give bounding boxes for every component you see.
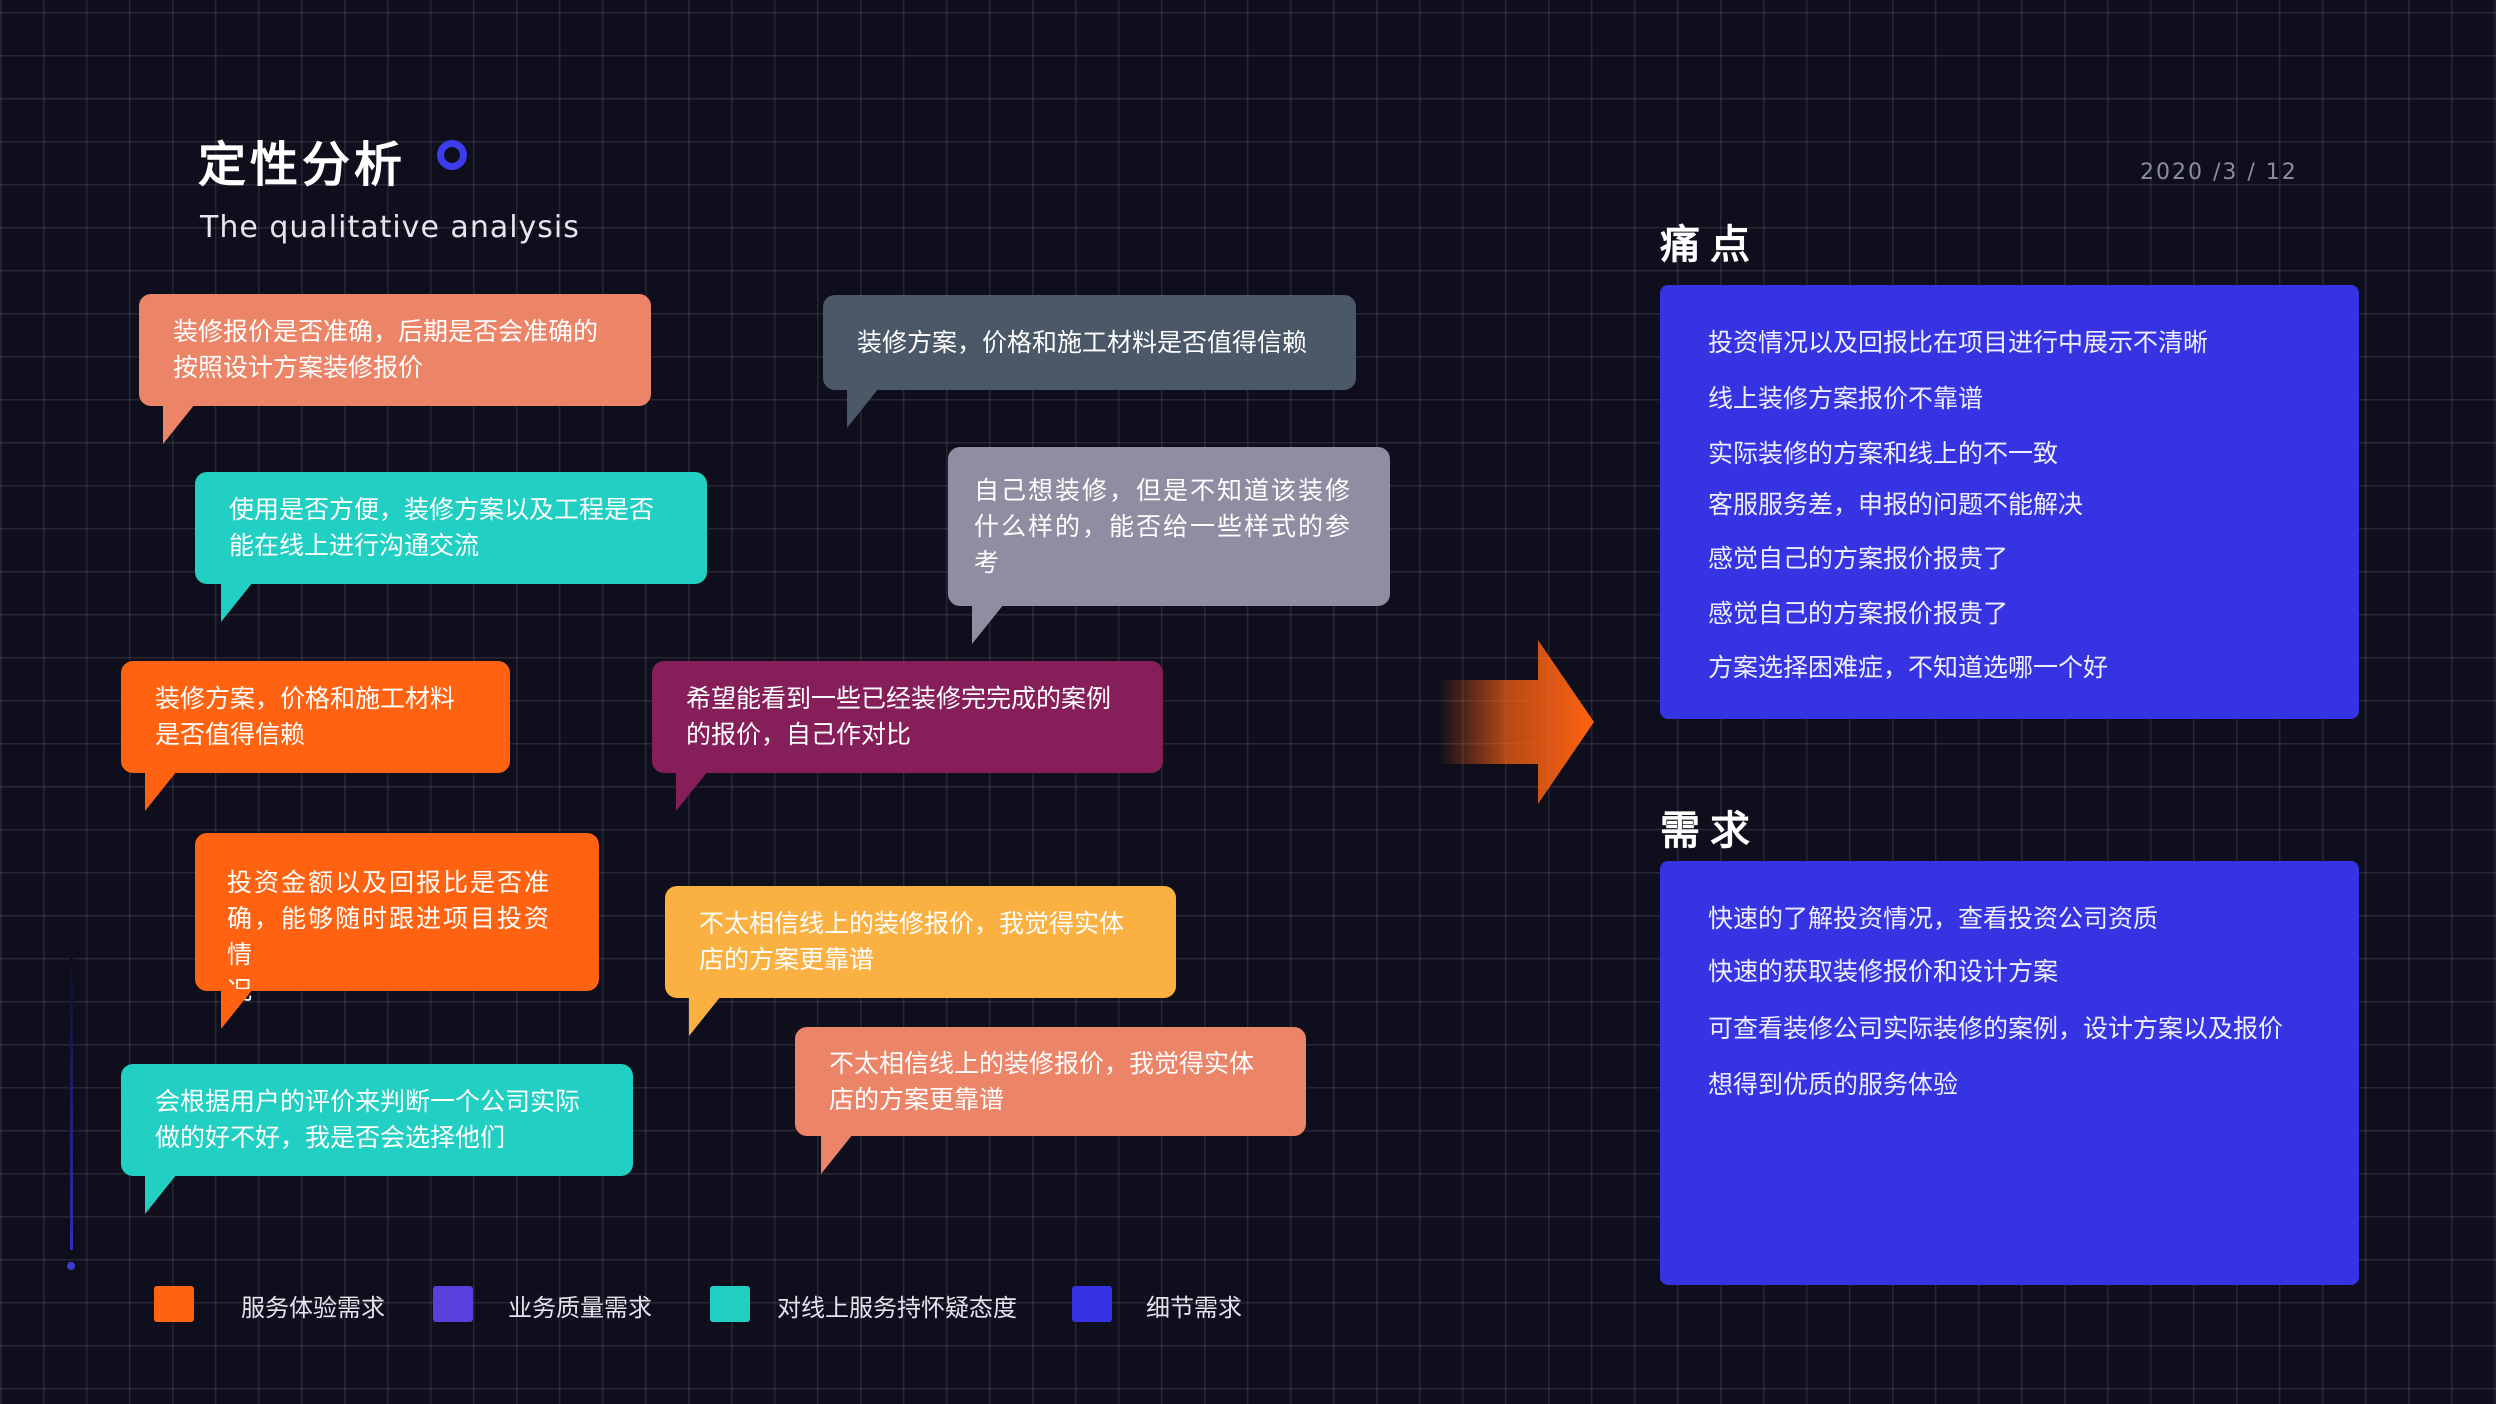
- pain-point-item: 感觉自己的方案报价报贵了: [1708, 544, 2009, 573]
- date-label: 2020 /3 / 12: [2140, 160, 2298, 185]
- title-ring-icon: [437, 140, 467, 170]
- bubble-line: 装修方案，价格和施工材料: [155, 684, 456, 713]
- bubble-line: 按照设计方案装修报价: [173, 353, 424, 382]
- bubble-line: 店的方案更靠谱: [829, 1085, 1005, 1114]
- needs-panel: 快速的了解投资情况，查看投资公司资质 快速的获取装修报价和设计方案 可查看装修公…: [1660, 861, 2359, 1285]
- decorative-dot: [67, 1262, 75, 1270]
- legend-label-quality: 业务质量需求: [508, 1294, 652, 1322]
- page-subtitle: The qualitative analysis: [200, 210, 580, 245]
- bubble-line: 不太相信线上的装修报价，我觉得实体: [829, 1049, 1255, 1078]
- legend-swatch-service: [154, 1286, 194, 1322]
- bubble-line: 希望能看到一些已经装修完完成的案例: [686, 684, 1112, 713]
- need-item: 快速的获取装修报价和设计方案: [1708, 957, 2059, 986]
- quote-bubble-user-reviews: 会根据用户的评价来判断一个公司实际 做的好不好，我是否会选择他们: [121, 1064, 633, 1214]
- needs-heading: 需求: [1660, 808, 1760, 854]
- pain-point-item: 线上装修方案报价不靠谱: [1708, 384, 1984, 413]
- bubble-line: 装修报价是否准确，后期是否会准确的: [173, 317, 599, 346]
- bubble-line: 能在线上进行沟通交流: [229, 531, 480, 560]
- quote-bubble-offline-trust: 不太相信线上的装修报价，我觉得实体 店的方案更靠谱: [665, 886, 1176, 1036]
- bubble-line: 投资金额以及回报比是否准: [227, 868, 552, 897]
- pain-point-item: 方案选择困难症，不知道选哪一个好: [1708, 653, 2109, 682]
- bubble-line: 确，能够随时跟进项目投资情: [227, 904, 552, 969]
- page-title: 定性分析: [198, 137, 407, 193]
- quote-bubble-ease-of-use: 使用是否方便，装修方案以及工程是否 能在线上进行沟通交流: [195, 472, 707, 622]
- bubble-line: 做的好不好，我是否会选择他们: [155, 1123, 506, 1152]
- need-item: 想得到优质的服务体验: [1708, 1070, 1959, 1099]
- bubble-line: 装修方案，价格和施工材料是否值得信赖: [857, 328, 1308, 357]
- need-item: 可查看装修公司实际装修的案例，设计方案以及报价: [1708, 1014, 2284, 1043]
- quote-bubble-case-comparison: 希望能看到一些已经装修完完成的案例 的报价，自己作对比: [652, 661, 1163, 811]
- quote-bubble-style-reference: 自己想装修，但是不知道该装修 什么样的，能否给一些样式的参 考: [948, 447, 1390, 644]
- legend-swatch-detail: [1072, 1286, 1112, 1322]
- bubble-line: 考: [974, 548, 1002, 577]
- bubble-line: 是否值得信赖: [155, 720, 306, 749]
- bubble-line: 什么样的，能否给一些样式的参: [974, 512, 1353, 541]
- pain-points-panel: 投资情况以及回报比在项目进行中展示不清晰 线上装修方案报价不靠谱 实际装修的方案…: [1660, 285, 2359, 719]
- legend-swatch-skeptical: [710, 1286, 750, 1322]
- legend-swatch-quality: [433, 1286, 473, 1322]
- need-item: 快速的了解投资情况，查看投资公司资质: [1708, 904, 2159, 933]
- legend-label-detail: 细节需求: [1146, 1294, 1242, 1322]
- bubble-line: 会根据用户的评价来判断一个公司实际: [155, 1087, 581, 1116]
- pain-point-item: 客服服务差，申报的问题不能解决: [1708, 490, 2084, 519]
- quote-bubble-offline-trust-2: 不太相信线上的装修报价，我觉得实体 店的方案更靠谱: [795, 1027, 1306, 1174]
- bubble-line: 使用是否方便，装修方案以及工程是否: [229, 495, 655, 524]
- pain-point-item: 感觉自己的方案报价报贵了: [1708, 599, 2009, 628]
- quote-bubble-plan-trust: 装修方案，价格和施工材料是否值得信赖: [823, 295, 1356, 428]
- pain-point-item: 实际装修的方案和线上的不一致: [1708, 439, 2059, 468]
- pain-points-heading: 痛点: [1660, 222, 1760, 268]
- bubble-line: 况: [227, 976, 255, 1005]
- decorative-vertical-line: [70, 950, 73, 1250]
- quote-bubble-price-accuracy: 装修报价是否准确，后期是否会准确的 按照设计方案装修报价: [139, 294, 651, 444]
- legend-label-skeptical: 对线上服务持怀疑态度: [777, 1294, 1017, 1322]
- bubble-line: 不太相信线上的装修报价，我觉得实体: [699, 909, 1125, 938]
- bubble-line: 的报价，自己作对比: [686, 720, 912, 749]
- pain-point-item: 投资情况以及回报比在项目进行中展示不清晰: [1708, 328, 2209, 357]
- quote-bubble-material-trust: 装修方案，价格和施工材料 是否值得信赖: [121, 661, 510, 811]
- bubble-line: 自己想装修，但是不知道该装修: [974, 476, 1353, 505]
- bubble-line: 店的方案更靠谱: [699, 945, 875, 974]
- quote-bubble-investment-return: 投资金额以及回报比是否准 确，能够随时跟进项目投资情 况: [195, 833, 599, 1029]
- right-arrow-icon: [1438, 640, 1594, 804]
- legend-label-service: 服务体验需求: [241, 1294, 385, 1322]
